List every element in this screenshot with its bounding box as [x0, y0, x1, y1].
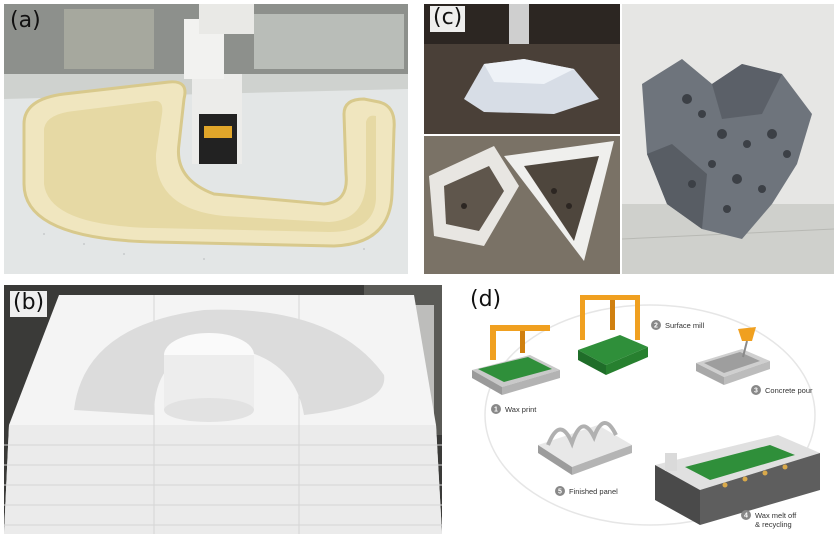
panel-b-label: (b)	[10, 291, 48, 317]
panel-c-label: (c)	[430, 6, 466, 32]
step-3-number: 3	[754, 388, 758, 395]
step-2-number: 2	[654, 323, 658, 330]
panel-c-photo-top-left	[424, 4, 620, 134]
panel-d-diagram: 1 Wax print 2 Surface mill 3 Concrete po…	[460, 285, 838, 538]
eps-mould-photo	[4, 285, 442, 534]
concrete-node-photo	[622, 4, 834, 274]
step-1-marker	[491, 404, 501, 414]
panel-d-label: (d)	[470, 287, 502, 312]
step-2-marker	[651, 320, 661, 330]
step-4-label-line2: & recycling	[755, 520, 792, 529]
panel-a-label: (a)	[10, 8, 41, 33]
step-1-label: Wax print	[505, 405, 537, 414]
step-5-marker	[555, 486, 565, 496]
wax-print-illustration	[472, 325, 560, 395]
step-5-number: 5	[558, 489, 562, 496]
panel-a-photo: (a)	[4, 4, 408, 274]
panel-c-photo-bottom-left	[424, 136, 620, 274]
surface-mill-illustration	[578, 295, 648, 375]
formwork-photo	[424, 136, 620, 274]
finished-panel-illustration	[538, 421, 632, 475]
step-5-label: Finished panel	[569, 487, 618, 496]
panel-c-photo-right	[622, 4, 834, 274]
step-4-marker	[741, 510, 751, 520]
step-2-label: Surface mill	[665, 321, 705, 330]
wax-melt-illustration	[655, 435, 820, 525]
step-4-label: Wax melt off	[755, 511, 797, 520]
milling-photo	[424, 4, 620, 134]
wax-formwork-process-diagram: 1 Wax print 2 Surface mill 3 Concrete po…	[472, 295, 820, 529]
step-4-number: 4	[744, 513, 748, 520]
concrete-pour-illustration	[696, 327, 770, 385]
step-3-marker	[751, 385, 761, 395]
step-3-label: Concrete pour	[765, 386, 813, 395]
panel-b-photo: (b)	[4, 285, 442, 534]
step-1-number: 1	[494, 407, 498, 414]
foam-print-photo	[4, 4, 408, 274]
